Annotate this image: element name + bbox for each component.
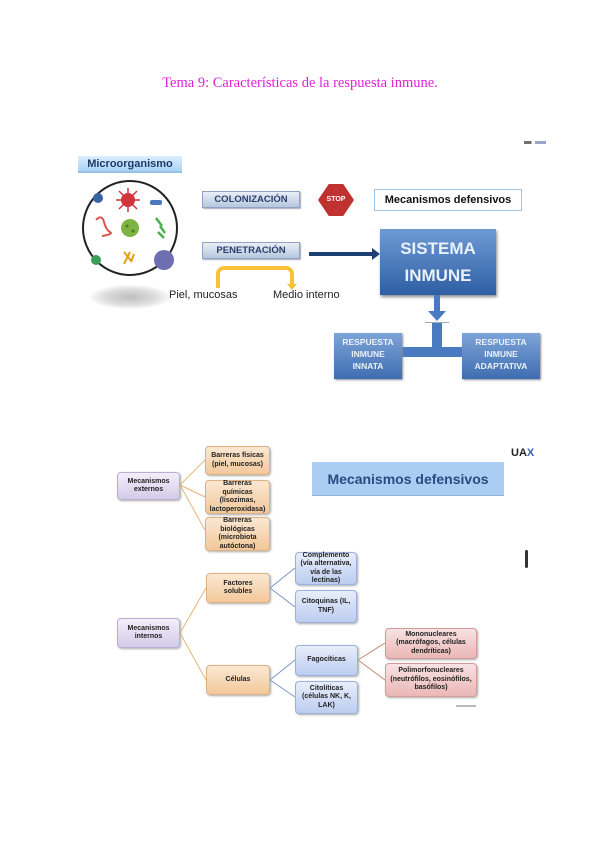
connector-line [357, 642, 386, 661]
colonizacion-box: COLONIZACIÓN [202, 191, 300, 208]
celulas-node: Células [206, 665, 270, 695]
barreras-quimicas-node: Barreras químicas (lisozimas, lactoperox… [205, 480, 270, 514]
respuesta-adaptativa-box: RESPUESTA INMUNE ADAPTATIVA [462, 333, 540, 379]
penetracion-box: PENETRACIÓN [202, 242, 300, 259]
connector-line [357, 659, 386, 681]
divider [425, 322, 449, 323]
adaptativa-line3: ADAPTATIVA [474, 361, 528, 371]
sistema-inmune-box: SISTEMA INMUNE [380, 229, 496, 295]
microbes-icon [91, 188, 174, 270]
connector-vertical [434, 295, 440, 313]
adaptativa-line2: INMUNE [484, 349, 518, 359]
connector-line [179, 484, 206, 498]
microorganism-circle [82, 180, 178, 276]
innata-line3: INNATA [352, 361, 384, 371]
connector-line [179, 459, 206, 486]
connector-line [179, 484, 206, 531]
innata-line1: RESPUESTA [342, 337, 394, 347]
curved-arrow [216, 266, 294, 288]
logo-suffix: X [526, 447, 535, 459]
arrow-down-icon [428, 311, 446, 321]
arrow-down-icon [287, 284, 297, 290]
mecanismos-defensivos-box: Mecanismos defensivos [374, 189, 522, 211]
respuesta-innata-box: RESPUESTA INMUNE INNATA [334, 333, 402, 379]
sistema-line1: SISTEMA [400, 239, 476, 258]
connector-stem [432, 323, 442, 353]
source-footnote [456, 705, 476, 707]
mecanismos-internos-node: Mecanismos internos [117, 618, 180, 648]
citoliticas-node: Citolíticas (células NK, K, LAK) [295, 681, 358, 714]
complemento-node: Complemento (vía alternativa, vía de las… [295, 552, 357, 585]
polimorfonucleares-node: Polimorfonucleares (neutrófilos, eosinóf… [385, 663, 477, 697]
logo-prefix: UA [511, 447, 527, 459]
corner-mark [524, 141, 546, 144]
citoquinas-node: Citoquinas (IL, TNF) [295, 590, 357, 623]
fagociticas-node: Fagocíticas [295, 645, 358, 676]
page-title: Tema 9: Características de la respuesta … [162, 75, 438, 91]
mononucleares-node: Mononucleares (macrófagos, células dendr… [385, 628, 477, 659]
paren-mark [525, 550, 528, 568]
connector-line [269, 679, 296, 698]
connector-line [269, 567, 296, 589]
connector-line [269, 659, 296, 681]
sistema-line2: INMUNE [404, 266, 472, 285]
microorganism-label: Microorganismo [78, 156, 182, 173]
mecanismos-defensivos-banner: Mecanismos defensivos [312, 462, 504, 496]
connector-line [179, 587, 207, 634]
connector-horizontal [392, 347, 468, 357]
factores-solubles-node: Factores solubles [206, 573, 270, 603]
medio-interno-label: Medio interno [273, 289, 340, 301]
innata-line2: INMUNE [351, 349, 385, 359]
barreras-biologicas-node: Barreras biológicas (microbiota autócton… [205, 517, 270, 551]
arrow-right-icon [372, 248, 380, 260]
piel-mucosas-label: Piel, mucosas [169, 289, 238, 301]
penetration-arrow [309, 252, 374, 256]
circle-shadow [90, 285, 170, 309]
connector-line [269, 587, 296, 608]
barreras-fisicas-node: Barreras físicas (piel, mucosas) [205, 446, 270, 475]
adaptativa-line1: RESPUESTA [475, 337, 527, 347]
mecanismos-externos-node: Mecanismos externos [117, 472, 180, 500]
connector-line [179, 632, 207, 681]
uax-logo: UAX [511, 447, 534, 459]
